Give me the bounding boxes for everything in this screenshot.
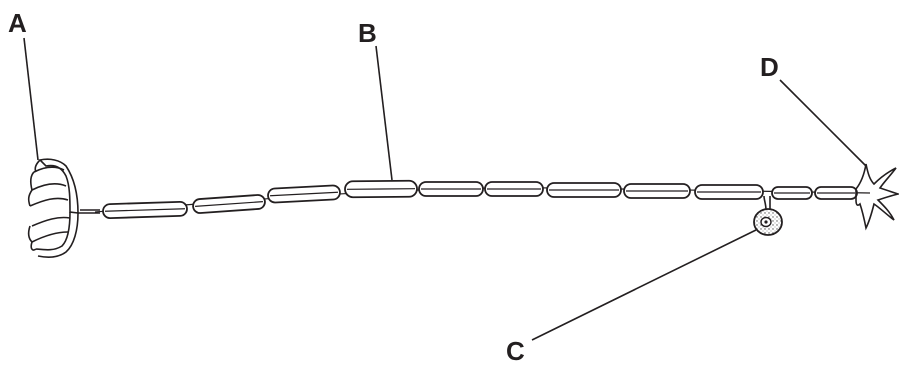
myelin-segment <box>267 184 341 204</box>
sensory-receptor-ending <box>27 158 100 258</box>
myelin-sheath <box>102 179 858 219</box>
myelin-segment <box>418 181 484 197</box>
leader-line-c <box>531 229 757 341</box>
leader-line-a <box>23 37 39 161</box>
leader-line-b <box>375 45 393 181</box>
axon-terminal <box>855 163 899 231</box>
label-a: A <box>8 8 27 38</box>
myelin-segment <box>484 181 544 197</box>
myelin-segment <box>344 179 418 199</box>
myelin-segment <box>102 201 188 219</box>
cell-body <box>753 195 783 236</box>
myelin-segment <box>694 184 764 200</box>
myelin-segment <box>771 186 813 200</box>
label-c: C <box>506 336 525 365</box>
leader-line-d <box>779 79 867 167</box>
myelin-segment <box>814 186 858 200</box>
myelin-segment <box>546 182 622 198</box>
myelin-segment <box>192 194 266 214</box>
label-d: D <box>760 52 779 82</box>
label-b: B <box>358 18 377 48</box>
myelin-segment <box>623 183 691 199</box>
